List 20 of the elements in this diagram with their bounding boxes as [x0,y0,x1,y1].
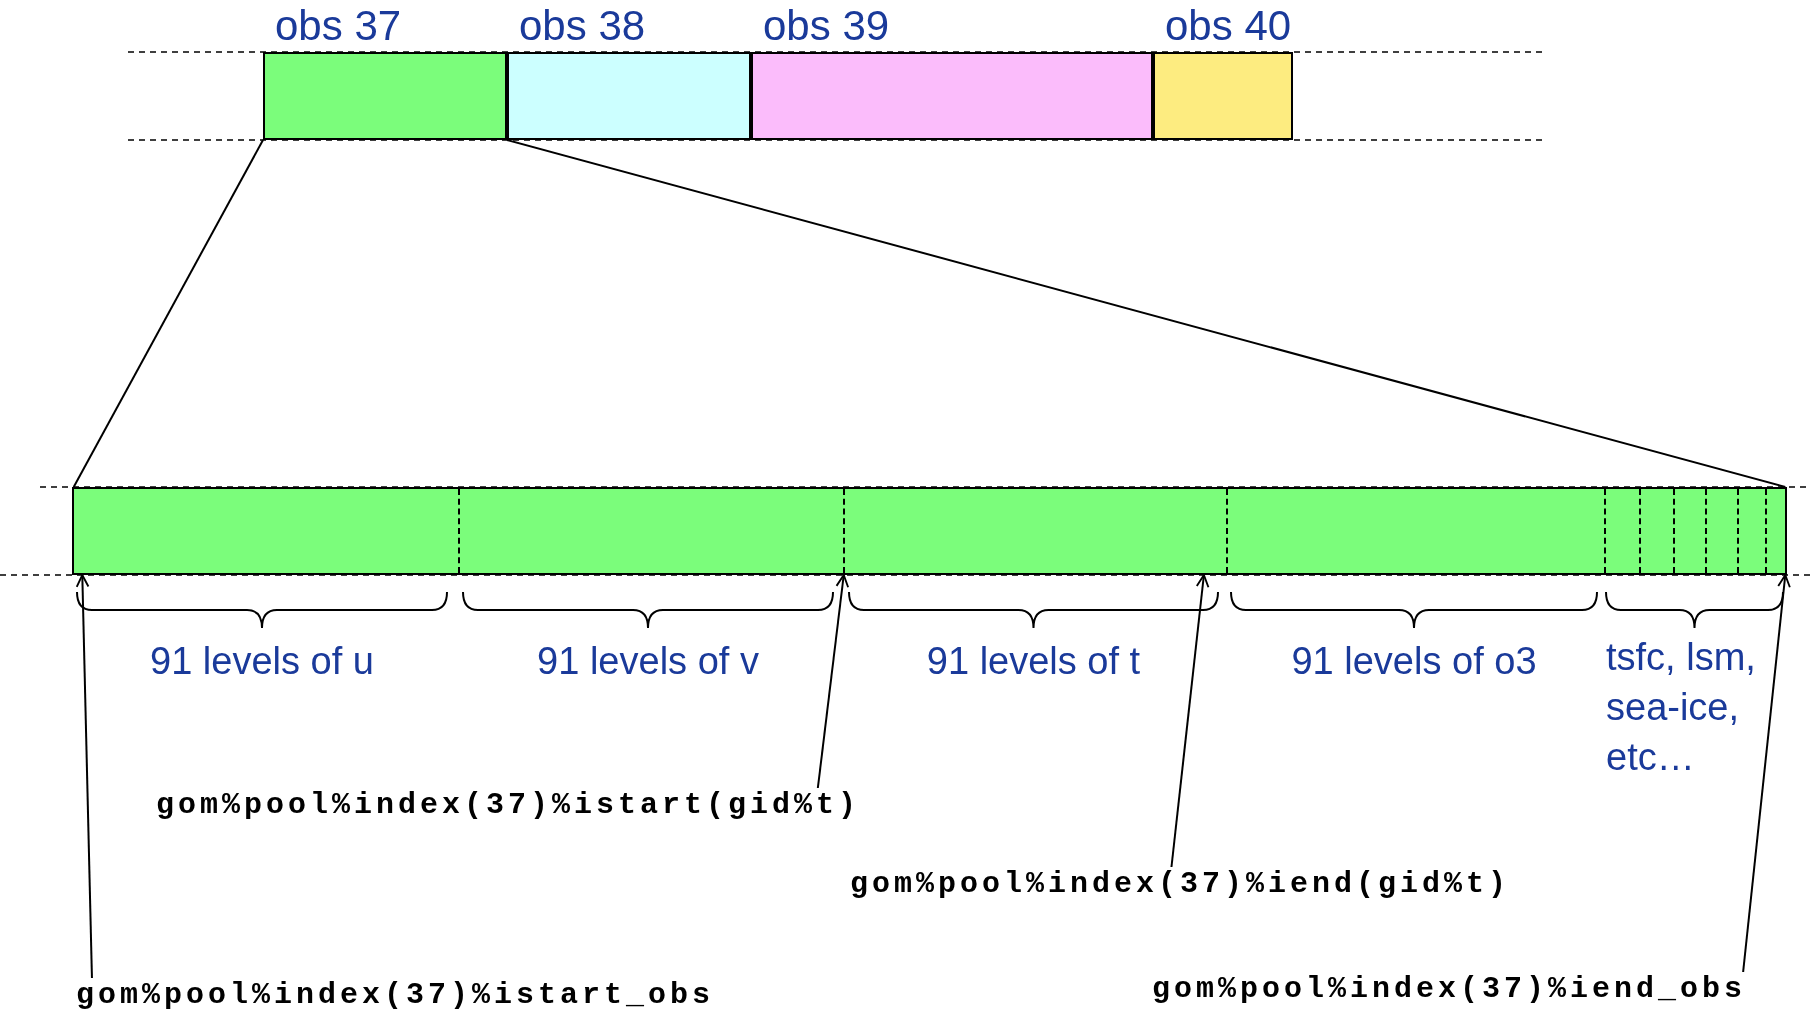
brace-label: 91 levels of v [536,639,760,684]
brace-label: 91 levels of o3 [1290,639,1538,684]
pointer-label: gom%pool%index(37)%iend_obs [1152,972,1747,1006]
brace-label: 91 levels of u [149,639,375,684]
zoom-line [72,139,264,488]
arrow [816,574,850,789]
arrow [1742,574,1791,973]
brace-label: 91 levels of t [925,639,1142,684]
zoom-line [506,139,1787,488]
block-label: obs 38 [519,2,646,50]
arrow [1170,574,1210,868]
pointer-label: gom%pool%index(37)%istart_obs [76,978,715,1012]
block-label: obs 39 [763,2,890,50]
pointer-label: gom%pool%index(37)%istart(gid%t) [156,788,861,822]
memory-bar [72,487,1787,575]
block-label: obs 37 [275,2,402,50]
arrow [75,574,93,979]
pointer-label: gom%pool%index(37)%iend(gid%t) [850,867,1511,901]
block-label: obs 40 [1165,2,1292,50]
brace-label: tsfc, lsm, sea-ice, etc… [1606,635,1757,780]
